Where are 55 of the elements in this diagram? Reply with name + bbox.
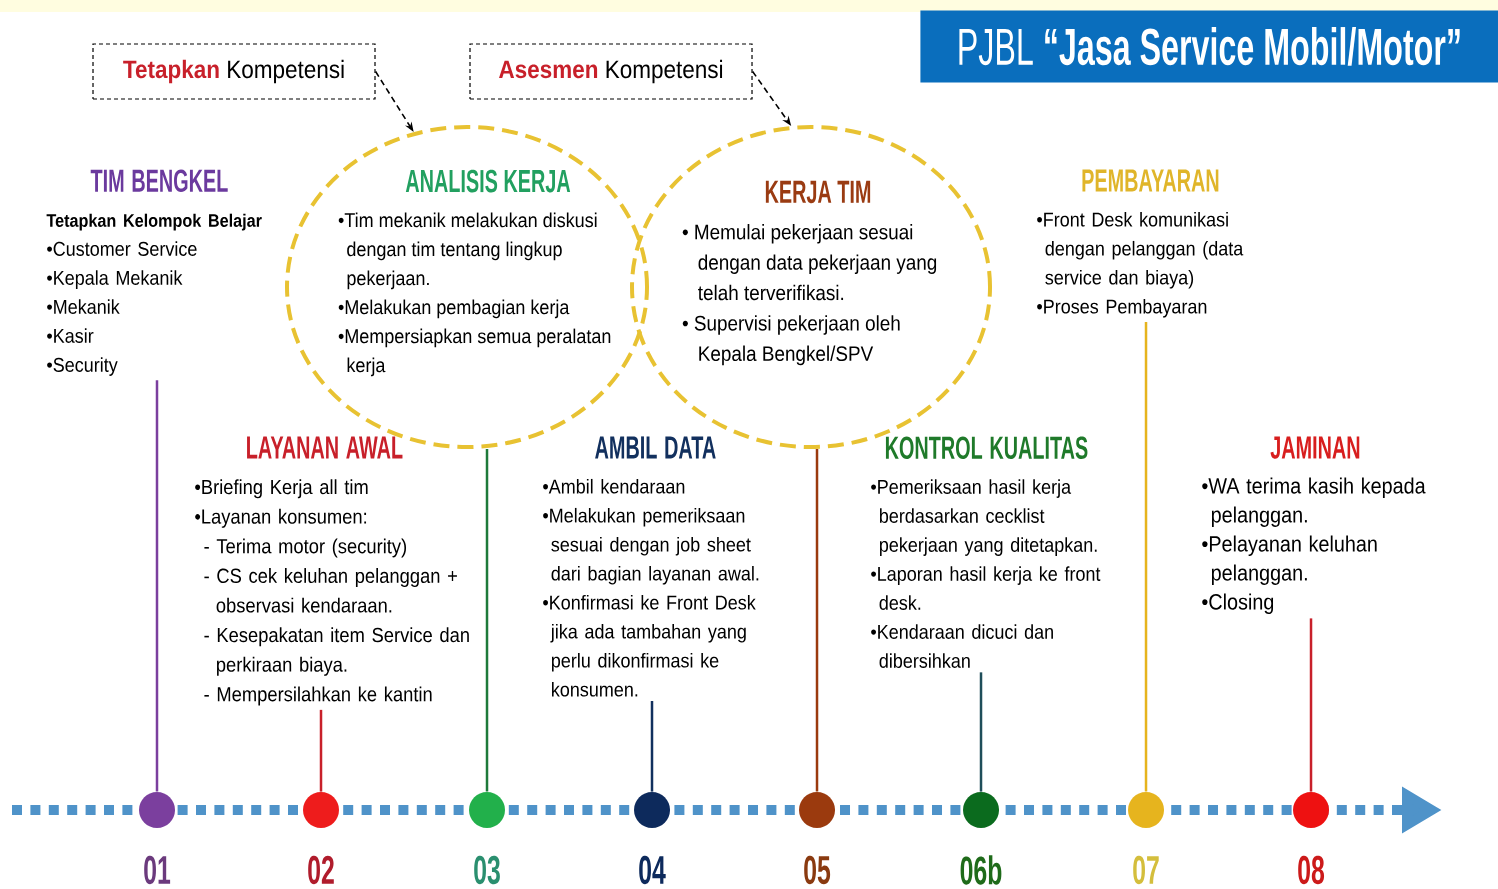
step-heading: AMBIL DATA [595, 436, 716, 459]
title-banner: PJBL “Jasa Service Mobil/Motor” [920, 10, 1498, 83]
bullet-item: • Supervisi pekerjaan oleh Kepala Bengkel/SPV [682, 315, 900, 366]
bullet-item: •WA terima kasih kepada pelanggan. [1202, 477, 1426, 527]
connector-line [319, 709, 323, 792]
bullet-item: •Front Desk komunikasi dengan pelanggan (data service dan biaya) [1037, 211, 1244, 289]
connector-line [815, 449, 819, 792]
connector-line [155, 380, 159, 792]
bullet-item: •Ambil kendaraan [543, 478, 685, 494]
connector-line [1309, 618, 1313, 792]
bullet-item: •Melakukan pemeriksaan sesuai dengan job sheet dari bagian layanan awal. [543, 507, 759, 585]
bullet-item: •Mempersiapkan semua peralatan kerja [338, 328, 611, 377]
bullet-item: - Terima motor (security) [204, 538, 407, 558]
bullet-item: •Customer Service [47, 241, 197, 256]
dashed-box: Tetapkan Kompetensi [92, 43, 376, 100]
step-heading: TIM BENGKEL [90, 169, 228, 193]
step-heading: KONTROL KUALITAS [885, 436, 1088, 460]
bullet-item: •Kasir [47, 328, 94, 343]
bullet-item: •Closing [1202, 593, 1274, 614]
step-number: 08 [1298, 855, 1325, 885]
step-number: 01 [144, 855, 171, 885]
connector-line [979, 672, 983, 792]
sub-heading: Tetapkan Kelompok Belajar [46, 213, 262, 231]
step-number: 05 [804, 855, 831, 885]
bullet-item: •Tim mekanik melakukan diskusi dengan tim tentang lingkup pekerjaan. [338, 212, 597, 290]
connector-line [485, 449, 489, 792]
dashed-box: Asesmen Kompetensi [469, 43, 753, 100]
bullet-item: • Memulai pekerjaan sesuai dengan data pekerjaan yang telah terverifikasi. [682, 224, 937, 301]
step-number: 07 [1133, 855, 1159, 885]
step-heading: PEMBAYARAN [1082, 169, 1219, 192]
step-number: 06b [960, 855, 1002, 885]
bullet-item: •Kendaraan dicuci dan dibersihkan [871, 624, 1053, 668]
bullet-item: •Pelayanan keluhan pelanggan. [1202, 535, 1377, 585]
bullet-item: •Pemeriksaan hasil kerja berdasarkan cecklist pekerjaan yang ditetapkan. [871, 479, 1097, 556]
step-heading: KERJA TIM [765, 180, 871, 204]
connector-line [650, 701, 654, 792]
connector-line [1144, 321, 1148, 792]
step-heading: LAYANAN AWAL [247, 436, 403, 459]
bullet-item: •Security [47, 357, 118, 376]
bullet-item: •Melakukan pembagian kerja [338, 299, 570, 319]
step-number: 02 [308, 855, 334, 885]
bullet-item: •Konfirmasi ke Front Desk jika ada tambahan yang perlu dikonfirmasi ke konsumen. [543, 594, 756, 697]
step-heading: ANALISIS KERJA [405, 169, 571, 193]
step-number: 03 [474, 855, 500, 885]
bullet-item: - Kesepakatan item Service dan perkiraan biaya. [204, 627, 469, 676]
step-heading: JAMINAN [1270, 436, 1360, 459]
bullet-item: •Laporan hasil kerja ke front desk. [871, 566, 1101, 610]
step-number: 04 [639, 855, 666, 885]
bullet-item: •Proses Pembayaran [1037, 298, 1207, 318]
bullet-item: •Mekanik [47, 299, 120, 314]
bullet-item: •Briefing Kerja all tim [195, 479, 368, 499]
bullet-item: - Mempersilahkan ke kantin [204, 686, 432, 706]
bullet-item: •Layanan konsumen: [195, 508, 367, 528]
bullet-item: - CS cek keluhan pelanggan + observasi kendaraan. [204, 568, 457, 613]
bullet-item: •Kepala Mekanik [47, 270, 183, 289]
